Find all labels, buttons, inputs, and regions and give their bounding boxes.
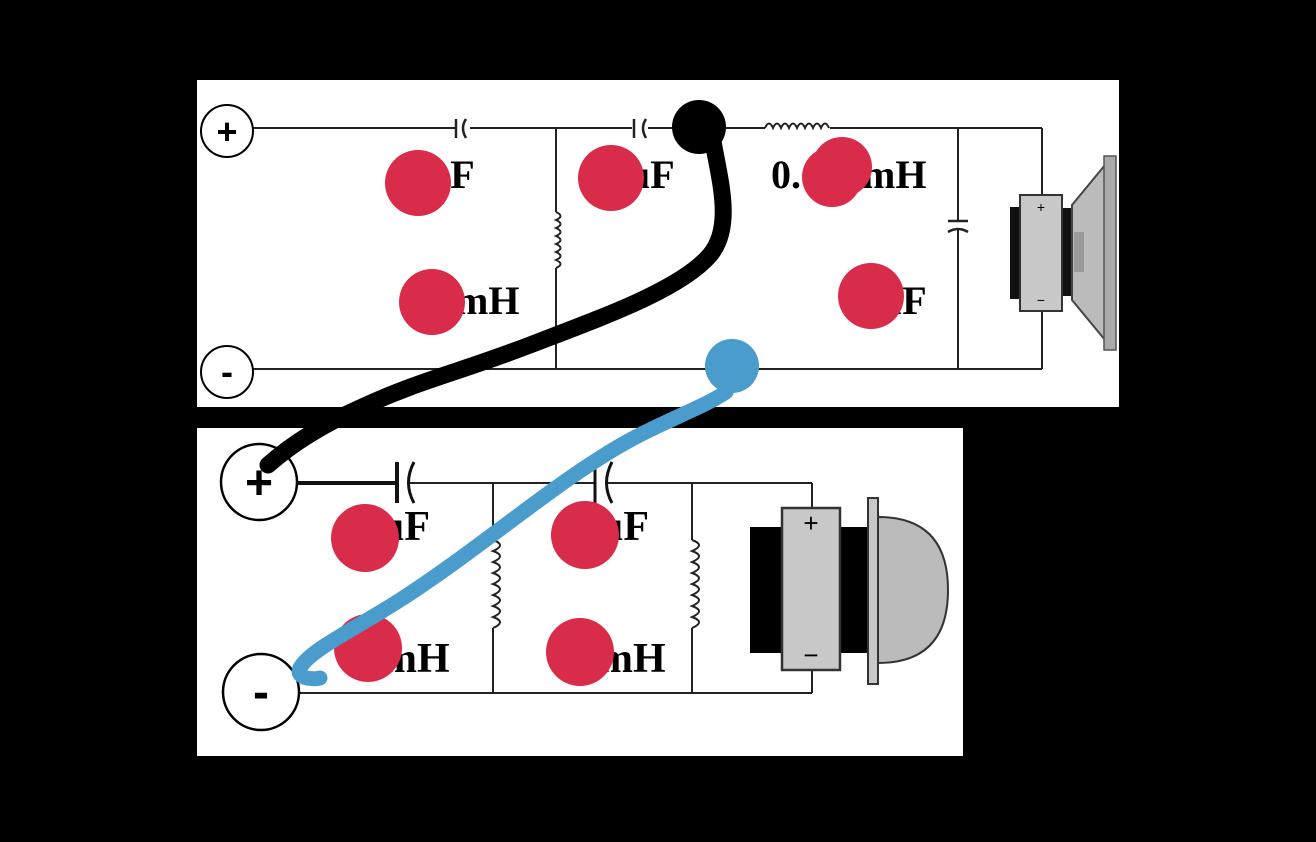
tweeter-circuit: + - uF uF mH mH + − [219,442,950,732]
woofer-series-inductor [764,122,830,131]
drawn-connections [259,100,759,687]
woofer-shunt-inductor [553,211,562,269]
woofer-capacitor-2 [632,118,648,139]
woofer-speaker-icon: + − [1010,155,1117,351]
woofer-series-inductor-unit: mH [862,152,926,197]
blue-connection-wire[interactable] [291,384,734,687]
woofer-minus-terminal[interactable]: - [200,345,254,399]
value-markers [331,137,904,686]
black-wire-endpoint[interactable] [672,100,726,154]
woofer-plus-terminal[interactable]: + [200,104,254,158]
tweeter-minus-terminal[interactable]: - [221,652,301,732]
svg-text:+: + [216,111,237,152]
woofer-shunt-inductor-label: mH [455,278,519,323]
svg-text:+: + [803,508,818,538]
woofer-circuit: + - uF uF 0. mH mH uF + − [200,104,1117,399]
marker-woofer-shunt-cap[interactable] [838,263,904,329]
tweeter-capacitor-1 [395,461,416,504]
marker-tweeter-cap2[interactable] [551,501,619,569]
woofer-crossover-panel [197,80,1119,407]
svg-text:-: - [221,351,233,392]
marker-tweeter-cap1[interactable] [331,504,399,572]
marker-woofer-cap2[interactable] [578,145,644,211]
svg-text:−: − [1037,292,1045,308]
black-connection-wire[interactable] [259,126,732,474]
svg-text:−: − [803,640,818,670]
marker-tweeter-inductor2[interactable] [546,618,614,686]
svg-text:-: - [253,666,269,719]
svg-text:+: + [1037,199,1045,215]
marker-woofer-inductor-b[interactable] [802,147,862,207]
tweeter-inductor-2 [689,539,700,629]
marker-woofer-cap1[interactable] [385,150,451,216]
marker-woofer-shunt-inductor[interactable] [399,269,465,335]
woofer-capacitor-1 [388,118,468,139]
tweeter-speaker-icon: + − [750,497,950,685]
woofer-series-inductor-label: 0. [771,152,801,197]
tweeter-inductor-1 [490,539,501,629]
blue-wire-endpoint[interactable] [705,339,759,393]
woofer-shunt-capacitor [947,219,969,234]
